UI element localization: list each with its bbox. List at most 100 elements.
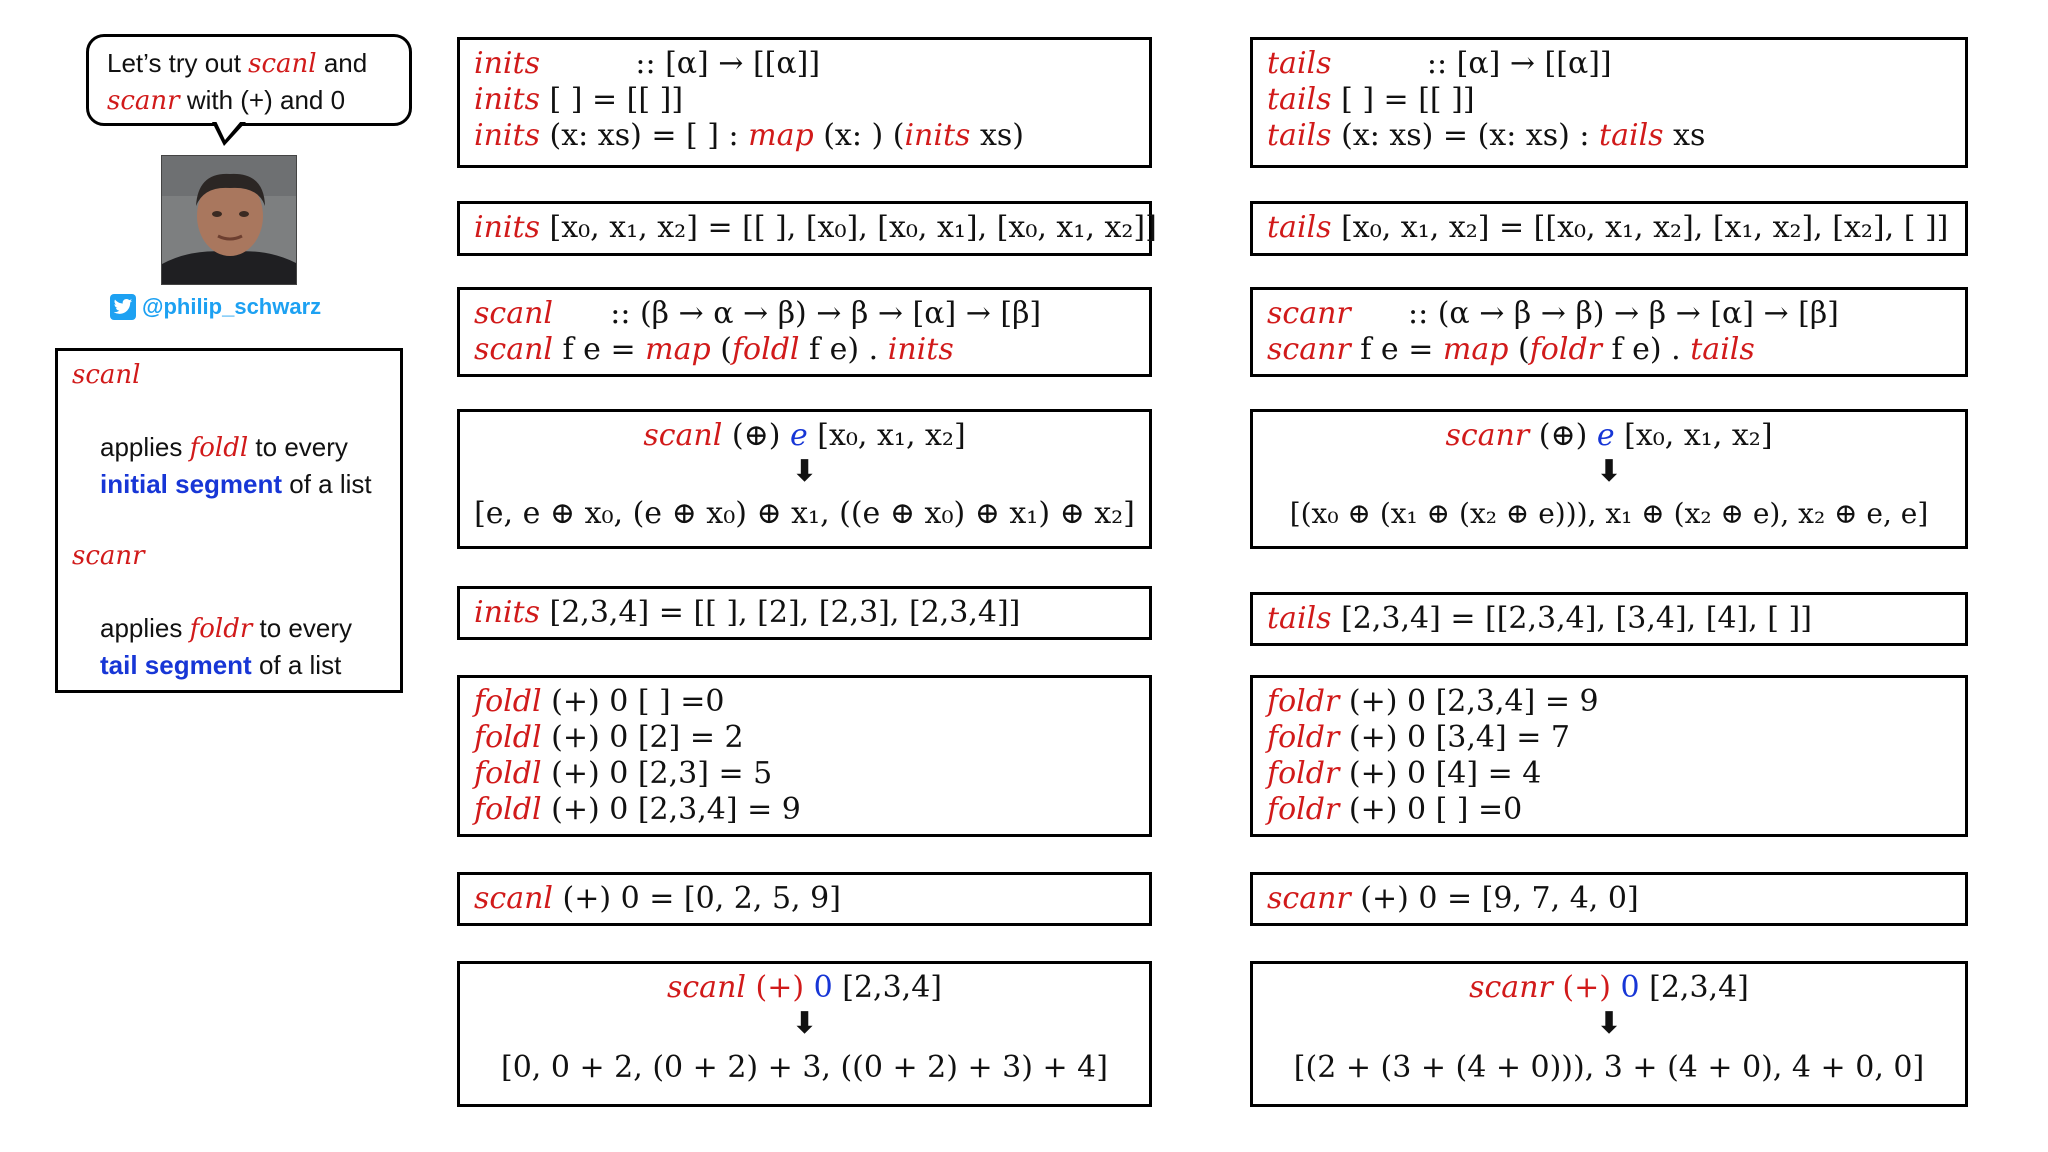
fn-name: foldl — [474, 684, 542, 719]
equation: f e) . — [1602, 332, 1691, 367]
equation: f e = — [1350, 332, 1443, 367]
scanl-result-box: scanl (+) 0 = [0, 2, 5, 9] — [457, 872, 1152, 926]
scanl-expansion-box: scanl (⊕) e [x₀, x₁, x₂] ⬇ [e, e ⊕ x₀, (… — [457, 409, 1152, 549]
bubble-tail-fill — [216, 121, 241, 140]
fn-name: scanr — [1469, 970, 1553, 1005]
equation: [2,3,4] = [[2,3,4], [3,4], [4], [ ]] — [1341, 601, 1812, 636]
fold-line: foldl (+) 0 [2,3] = 5 — [474, 756, 1135, 792]
fold-line: foldr (+) 0 [2,3,4] = 9 — [1267, 684, 1951, 720]
fn-name: inits — [887, 332, 954, 367]
fn-name: tails — [1690, 332, 1755, 367]
tails-definition-box: tails :: [α] → [[α]] tails [ ] = [[ ]] t… — [1250, 37, 1968, 168]
legend-scanl-title: scanl — [72, 360, 141, 390]
seed: e — [1596, 418, 1615, 453]
foldr-results-box: foldr (+) 0 [2,3,4] = 9 foldr (+) 0 [3,4… — [1250, 675, 1968, 837]
operator: (+) — [755, 970, 814, 1005]
fn-name: scanl — [666, 970, 746, 1005]
scanl-final-box: scanl (+) 0 [2,3,4] ⬇ [0, 0 + 2, (0 + 2)… — [457, 961, 1152, 1107]
equation: (+) 0 = [0, 2, 5, 9] — [562, 881, 841, 916]
final-result: [0, 0 + 2, (0 + 2) + 3, ((0 + 2) + 3) + … — [501, 1050, 1108, 1085]
type-signature: :: (β → α → β) → β → [α] → [β] — [610, 296, 1042, 331]
scanr-expansion-box: scanr (⊕) e [x₀, x₁, x₂] ⬇ [(x₀ ⊕ (x₁ ⊕ … — [1250, 409, 1968, 549]
fn-name: foldr — [1267, 684, 1340, 719]
person-photo-icon — [162, 156, 296, 284]
legend-text: of a list — [282, 469, 372, 499]
legend-text: applies — [100, 432, 190, 462]
inits-example-box: inits [x₀, x₁, x₂] = [[ ], [x₀], [x₀, x₁… — [457, 201, 1157, 256]
equation: [x₀, x₁, x₂] — [1614, 418, 1773, 453]
fn-name: inits — [474, 46, 540, 81]
fn-name: foldl — [474, 720, 542, 755]
seed: e — [789, 418, 808, 453]
author-handle[interactable]: @philip_schwarz — [110, 294, 321, 320]
fn-name: inits — [474, 210, 540, 245]
operator: (⊕) — [1538, 418, 1597, 453]
avatar — [161, 155, 297, 285]
fn-name: scanr — [1267, 296, 1351, 331]
legend-text: to every — [248, 432, 348, 462]
fn-name: scanl — [474, 332, 553, 367]
equation: [x₀, x₁, x₂] — [807, 418, 966, 453]
fold-line: foldr (+) 0 [ ] =0 — [1267, 792, 1951, 828]
expansion-result: [(x₀ ⊕ (x₁ ⊕ (x₂ ⊕ e))), x₁ ⊕ (x₂ ⊕ e), … — [1289, 497, 1929, 530]
equation: (+) 0 = [9, 7, 4, 0] — [1360, 881, 1639, 916]
equation: [2,3,4] = [[ ], [2], [2,3], [2,3,4]] — [549, 595, 1021, 630]
fn-name: inits — [904, 118, 971, 153]
legend-initial-segment: initial segment — [100, 469, 283, 499]
equation: (+) 0 [2,3,4] = 9 — [551, 792, 801, 827]
equation: (+) 0 [2,3,4] = 9 — [1348, 684, 1599, 719]
fold-line: foldr (+) 0 [4] = 4 — [1267, 756, 1951, 792]
seed: 0 — [813, 970, 833, 1005]
scanr-definition-box: scanr :: (α → β → β) → β → [α] → [β] sca… — [1250, 287, 1968, 377]
legend-foldl: foldl — [189, 433, 249, 463]
type-signature: :: [α] → [[α]] — [1426, 46, 1612, 81]
legend-text: of a list — [251, 650, 342, 680]
fn-name: inits — [474, 595, 540, 630]
fn-name: inits — [474, 82, 540, 117]
fn-name: tails — [1267, 82, 1332, 117]
fn-name: foldr — [1267, 720, 1340, 755]
legend-box: scanl applies foldl to every initial seg… — [55, 348, 403, 693]
down-arrow-icon: ⬇ — [1596, 1006, 1622, 1041]
tails-concrete-box: tails [2,3,4] = [[2,3,4], [3,4], [4], [ … — [1250, 592, 1968, 646]
fold-line: foldl (+) 0 [2] = 2 — [474, 720, 1135, 756]
equation: (+) 0 [2,3] = 5 — [551, 756, 773, 791]
fold-line: foldr (+) 0 [3,4] = 7 — [1267, 720, 1951, 756]
fn-name: scanl — [643, 418, 723, 453]
bubble-scanr: scanr — [107, 86, 180, 116]
down-arrow-icon: ⬇ — [791, 1006, 818, 1041]
bubble-text: and — [316, 48, 368, 78]
bubble-text: Let’s try out — [107, 48, 249, 78]
fn-name: map — [748, 118, 814, 153]
legend-foldr: foldr — [189, 614, 253, 644]
equation: ( — [1508, 332, 1530, 367]
equation: f e) . — [799, 332, 888, 367]
tails-example-box: tails [x₀, x₁, x₂] = [[x₀, x₁, x₂], [x₁,… — [1250, 201, 1968, 256]
scanr-final-box: scanr (+) 0 [2,3,4] ⬇ [(2 + (3 + (4 + 0)… — [1250, 961, 1968, 1107]
speech-bubble: Let’s try out scanl and scanr with (+) a… — [86, 34, 412, 126]
fn-name: scanr — [1445, 418, 1530, 453]
fn-name: foldr — [1267, 756, 1340, 791]
fn-name: tails — [1267, 601, 1332, 636]
fn-name: scanr — [1267, 332, 1351, 367]
fn-name: tails — [1599, 118, 1664, 153]
fn-name: scanl — [474, 296, 553, 331]
fold-line: foldl (+) 0 [ ] =0 — [474, 684, 1135, 720]
fn-name: scanr — [1267, 881, 1351, 916]
fn-name: inits — [474, 118, 540, 153]
final-result: [(2 + (3 + (4 + 0))), 3 + (4 + 0), 4 + 0… — [1293, 1050, 1925, 1085]
down-arrow-icon: ⬇ — [1596, 454, 1622, 489]
fn-name: foldl — [731, 332, 800, 367]
legend-text: to every — [252, 613, 353, 643]
fn-name: foldl — [474, 792, 542, 827]
fn-name: map — [1442, 332, 1509, 367]
operator: (⊕) — [731, 418, 790, 453]
expansion-result: [e, e ⊕ x₀, (e ⊕ x₀) ⊕ x₁, ((e ⊕ x₀) ⊕ x… — [474, 496, 1135, 531]
equation: [x₀, x₁, x₂] = [[x₀, x₁, x₂], [x₁, x₂], … — [1341, 210, 1949, 245]
equation: (+) 0 [ ] =0 — [551, 684, 725, 719]
legend-scanr-title: scanr — [72, 541, 145, 571]
fn-name: tails — [1267, 118, 1332, 153]
equation: (+) 0 [ ] =0 — [1348, 792, 1523, 827]
legend-text: applies — [100, 613, 190, 643]
legend-tail-segment: tail segment — [100, 650, 252, 680]
